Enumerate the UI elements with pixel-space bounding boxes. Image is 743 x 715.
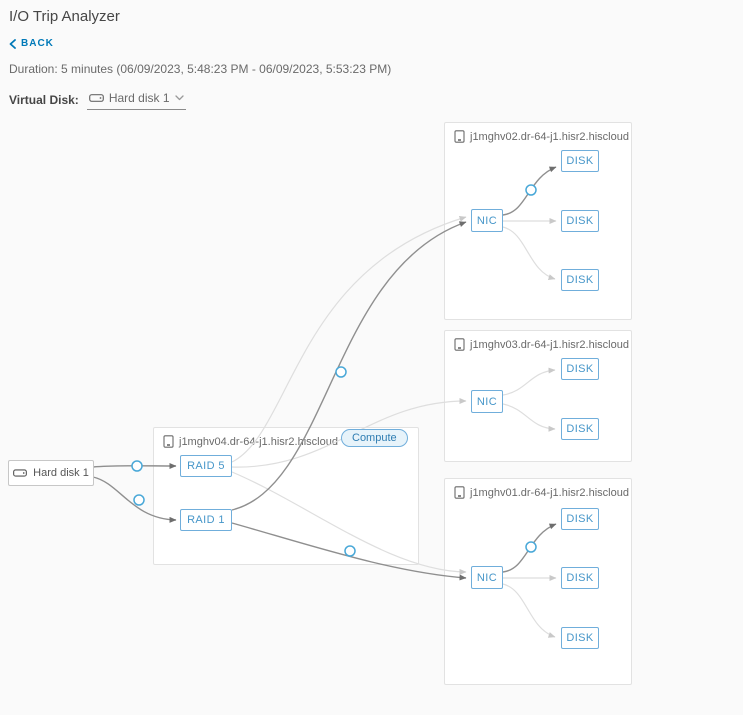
chevron-down-icon — [174, 95, 184, 101]
virtual-disk-dropdown[interactable]: Hard disk 1 — [86, 89, 186, 110]
latency-marker-circle[interactable] — [344, 545, 356, 557]
node-disk-j1mghv02-1[interactable]: DISK — [561, 150, 599, 172]
host-name: j1mghv01.dr-64-j1.hisr2.hiscloud — [470, 486, 629, 499]
latency-marker-circle[interactable] — [133, 494, 145, 506]
hard-disk-icon — [88, 94, 104, 102]
node-disk-j1mghv02-2[interactable]: DISK — [561, 210, 599, 232]
node-raid5[interactable]: RAID 5 — [180, 455, 232, 477]
virtual-disk-value: Hard disk 1 — [108, 91, 170, 105]
duration-text: Duration: 5 minutes (06/09/2023, 5:48:23… — [9, 62, 392, 76]
node-disk-j1mghv03-2[interactable]: DISK — [561, 418, 599, 440]
compute-badge: Compute — [341, 429, 408, 447]
virtual-disk-row: Virtual Disk: Hard disk 1 — [9, 89, 186, 110]
host-icon — [163, 435, 174, 448]
node-disk-j1mghv03-1[interactable]: DISK — [561, 358, 599, 380]
host-name: j1mghv04.dr-64-j1.hisr2.hiscloud — [179, 435, 338, 448]
virtual-disk-label: Virtual Disk: — [9, 92, 79, 107]
latency-marker-circle[interactable] — [525, 541, 537, 553]
latency-marker-circle[interactable] — [335, 366, 347, 378]
edge-raid5-nic02 — [231, 215, 467, 463]
host-icon — [454, 338, 465, 351]
host-name: j1mghv03.dr-64-j1.hisr2.hiscloud — [470, 338, 629, 351]
host-icon — [454, 130, 465, 143]
chevron-left-icon — [9, 38, 16, 49]
node-disk-j1mghv01-3[interactable]: DISK — [561, 627, 599, 649]
node-nic-j1mghv03[interactable]: NIC — [471, 390, 503, 413]
node-nic-j1mghv02[interactable]: NIC — [471, 209, 503, 232]
node-label: Hard disk 1 — [33, 467, 89, 479]
latency-marker-circle[interactable] — [525, 184, 537, 196]
back-label: BACK — [21, 38, 54, 49]
node-disk-j1mghv01-2[interactable]: DISK — [561, 567, 599, 589]
host-name: j1mghv02.dr-64-j1.hisr2.hiscloud — [470, 130, 629, 143]
node-hard-disk[interactable]: Hard disk 1 — [8, 460, 94, 486]
host-icon — [454, 486, 465, 499]
back-button[interactable]: BACK — [9, 38, 54, 49]
node-disk-j1mghv01-1[interactable]: DISK — [561, 508, 599, 530]
node-disk-j1mghv02-3[interactable]: DISK — [561, 269, 599, 291]
hard-disk-icon — [13, 469, 28, 477]
host-box-compute: j1mghv04.dr-64-j1.hisr2.hiscloud — [153, 427, 419, 565]
node-nic-j1mghv01[interactable]: NIC — [471, 566, 503, 589]
page-title: I/O Trip Analyzer — [9, 8, 120, 25]
latency-marker-circle[interactable] — [131, 460, 143, 472]
host-box-j1mghv03: j1mghv03.dr-64-j1.hisr2.hiscloud — [444, 330, 632, 462]
node-raid1[interactable]: RAID 1 — [180, 509, 232, 531]
